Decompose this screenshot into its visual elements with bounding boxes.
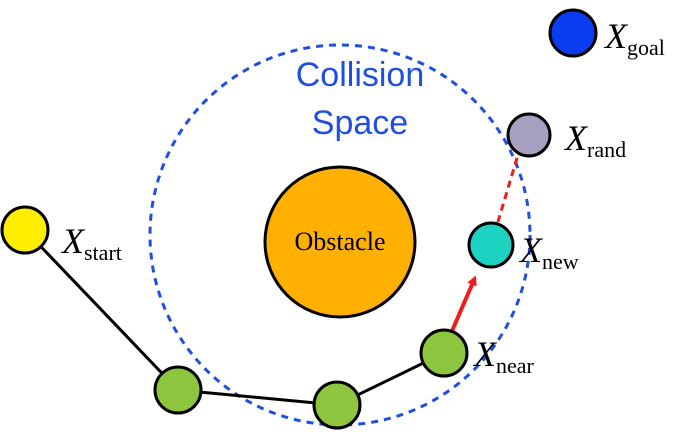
near-label: Xnear (472, 334, 535, 378)
new-label: Xnew (518, 230, 579, 274)
tree-edge-node1-to-node2 (177, 388, 338, 407)
rand-node (506, 112, 552, 158)
collision-space-label-line1: Collision (296, 56, 425, 94)
near-node (419, 328, 469, 378)
goal-node (548, 8, 598, 58)
start-node (0, 205, 50, 255)
obstacle-label: Obstacle (295, 227, 386, 256)
collision-space-label-line2: Space (312, 104, 408, 142)
path-node-1 (153, 365, 203, 415)
rand-label: Xrand (563, 118, 626, 162)
goal-label: Xgoal (603, 16, 665, 60)
obstacle (263, 165, 417, 319)
extension-arrow (450, 275, 477, 332)
start-label: Xstart (60, 221, 122, 265)
new-node (467, 221, 515, 269)
tree-edge-start-to-node1 (23, 228, 180, 392)
collision-space-boundary (148, 43, 532, 427)
path-node-2 (312, 380, 362, 430)
